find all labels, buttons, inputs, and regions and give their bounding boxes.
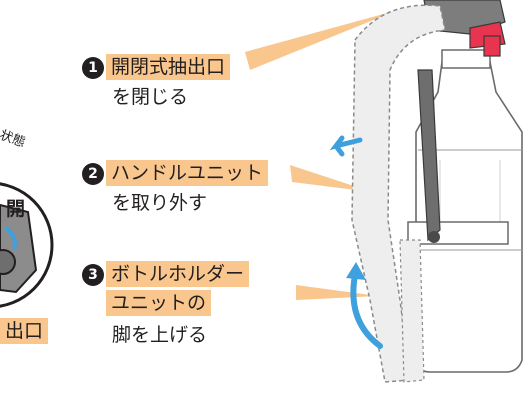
- step-2-number: 2: [82, 163, 104, 185]
- bottle-cap: [441, 49, 491, 69]
- step-2-text: を取り外す: [112, 192, 208, 214]
- callout-pointer-3: [296, 285, 378, 300]
- nozzle-cap: [483, 35, 501, 57]
- inset-diagram: [0, 182, 54, 308]
- step-3-label-line1: ボトルホルダー: [106, 261, 250, 287]
- curved-up-arrow-icon: [350, 267, 383, 349]
- holder-leg: [399, 239, 425, 383]
- pivot: [428, 231, 440, 243]
- inset-circle: [0, 182, 54, 308]
- bottle-holder-band: [407, 221, 509, 245]
- handle-unit: [351, 4, 446, 383]
- step-1-label: 開閉式抽出口: [106, 54, 231, 80]
- inset-open-label: 開: [6, 198, 26, 220]
- step-3-label-line2: ユニットの: [106, 290, 212, 316]
- step-3-text: 脚を上げる: [112, 324, 208, 346]
- callout-pointer-2: [290, 165, 372, 192]
- step-2-label: ハンドルユニット: [106, 160, 269, 186]
- bottle: [407, 49, 523, 373]
- curved-arrow-head: [346, 262, 366, 280]
- holder-arm: [417, 69, 441, 242]
- step-1-text: を閉じる: [112, 86, 189, 108]
- inset-arrow: [3, 226, 17, 251]
- inset-outlet-label: 出口: [0, 318, 49, 344]
- callout-pointer-1: [245, 10, 398, 70]
- step-3-number: 3: [82, 264, 104, 286]
- step-1-number: 1: [82, 57, 104, 79]
- inset-knob: [0, 249, 16, 275]
- left-arrow-icon: [329, 135, 363, 157]
